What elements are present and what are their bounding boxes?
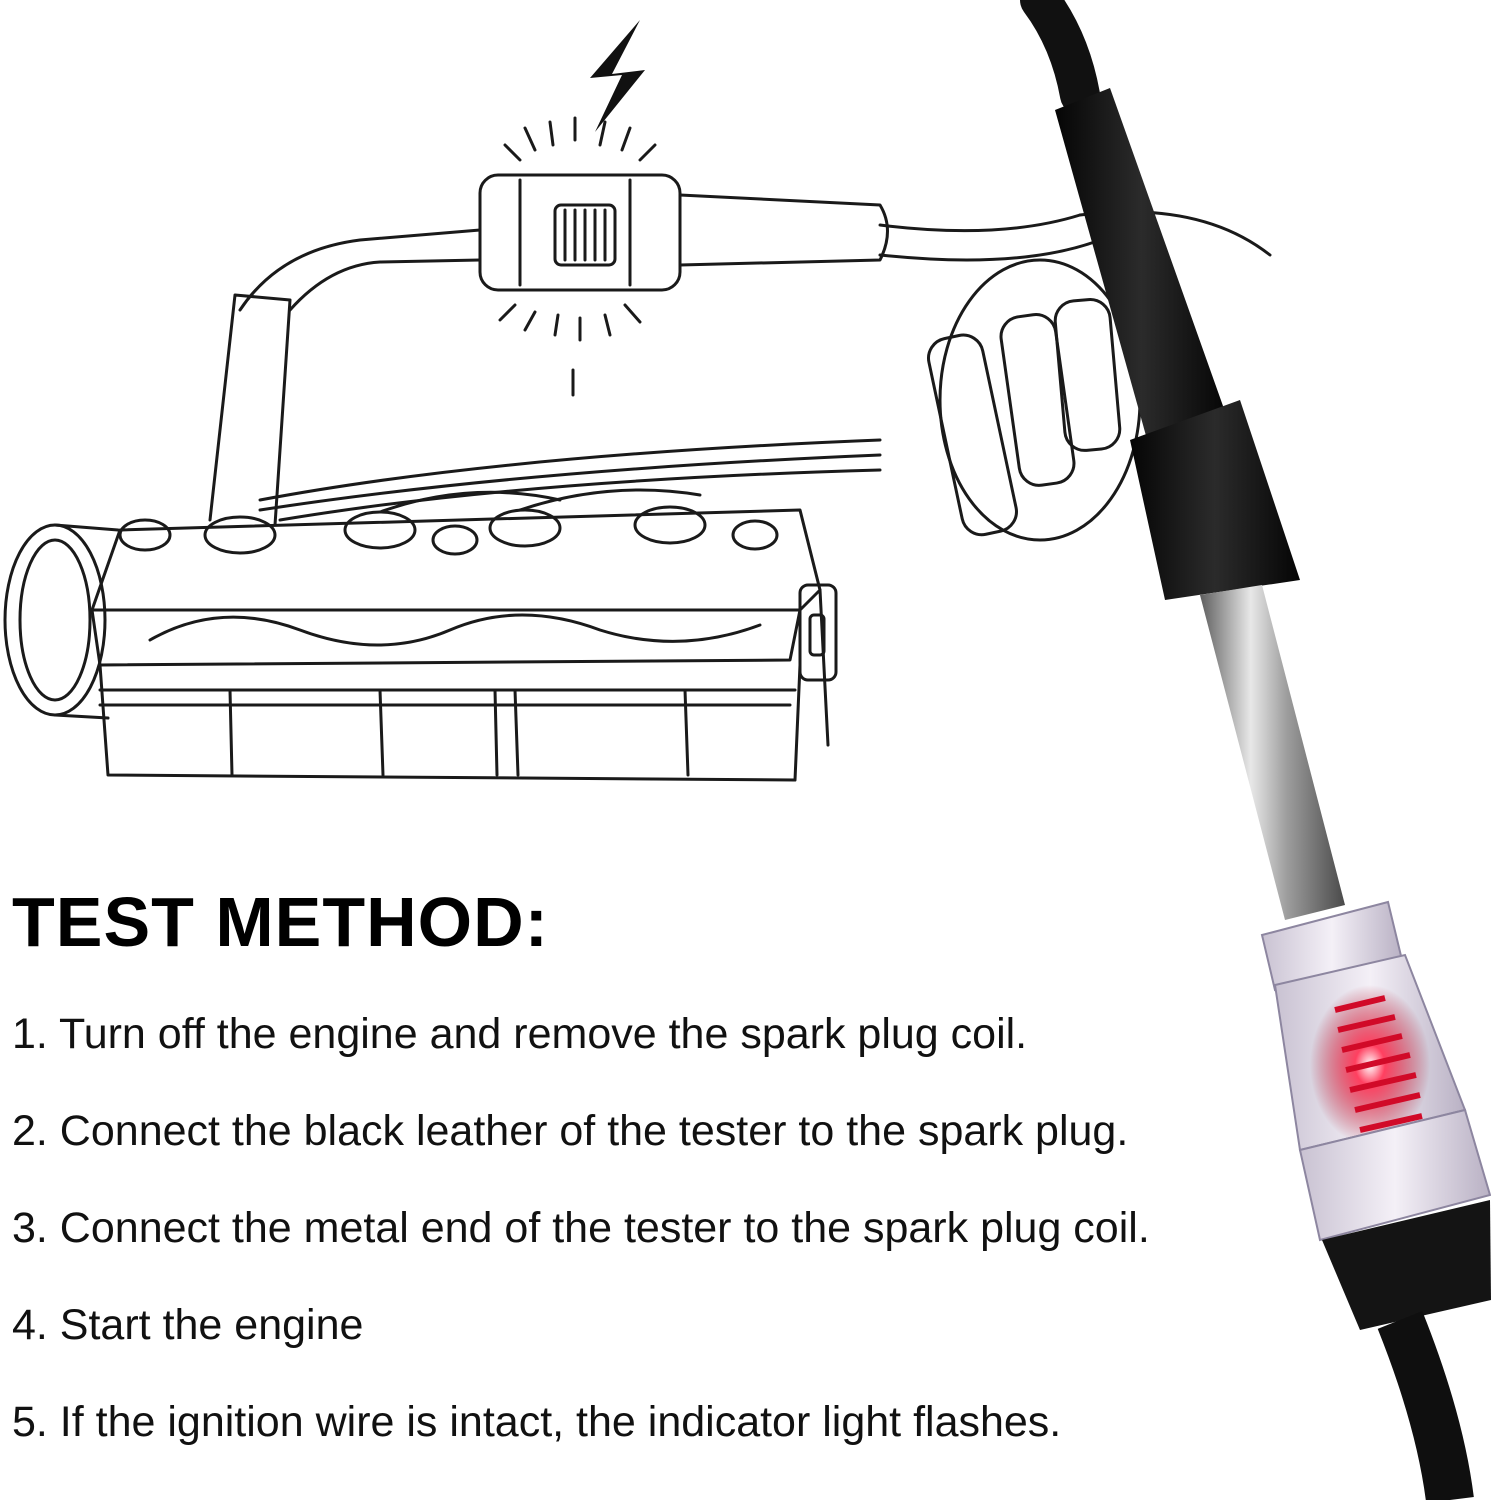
page-title: TEST METHOD: — [12, 883, 549, 961]
instruction-step-4: 4. Start the engine — [12, 1301, 364, 1349]
instruction-step-1: 1. Turn off the engine and remove the sp… — [12, 1010, 1028, 1058]
lightning-bolt-icon — [590, 20, 645, 132]
instruction-step-2: 2. Connect the black leather of the test… — [12, 1107, 1129, 1155]
engine-drawing — [3, 116, 1272, 782]
instruction-step-5: 5. If the ignition wire is intact, the i… — [12, 1398, 1062, 1446]
spark-tester-photo — [1020, 0, 1491, 1500]
instruction-step-3: 3. Connect the metal end of the tester t… — [12, 1204, 1150, 1252]
